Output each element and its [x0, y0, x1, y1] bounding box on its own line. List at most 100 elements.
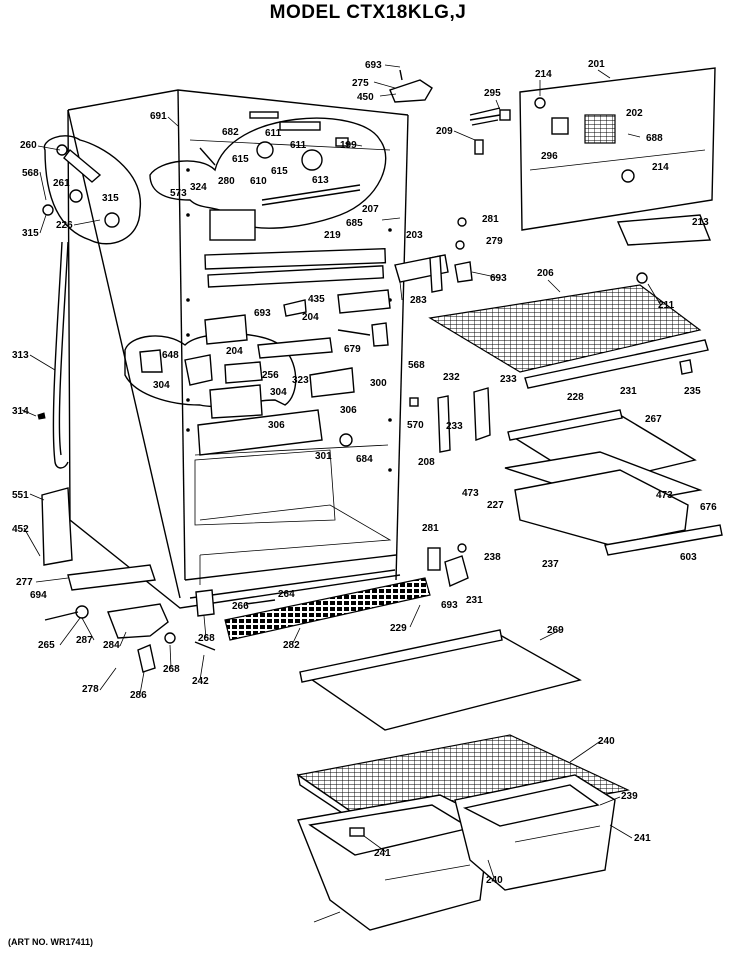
callout: 473: [462, 488, 479, 499]
callout: 296: [541, 151, 558, 162]
callout: 233: [446, 421, 463, 432]
middle-brackets: [197, 289, 391, 456]
callout: 315: [22, 228, 39, 239]
callout: 233: [500, 374, 517, 385]
callout: 323: [292, 375, 309, 386]
callout: 611: [265, 128, 282, 139]
callout: 240: [486, 875, 503, 886]
callout: 203: [406, 230, 423, 241]
callout: 231: [620, 386, 637, 397]
callout: 226: [56, 220, 73, 231]
callout: 231: [466, 595, 483, 606]
art-number: (ART NO. WR17411): [8, 937, 94, 947]
leader-lines: [21, 64, 661, 923]
callout: 283: [410, 295, 427, 306]
callout: 693: [365, 60, 382, 71]
callout: 202: [626, 108, 643, 119]
callout: 611: [290, 140, 307, 151]
callout: 282: [283, 640, 300, 651]
callout: 304: [153, 380, 170, 391]
callout: 286: [130, 690, 147, 701]
callout: 204: [302, 312, 319, 323]
callout: 241: [374, 848, 391, 859]
callout: 209: [436, 126, 453, 137]
callout: 693: [254, 308, 271, 319]
callout: 228: [567, 392, 584, 403]
crisper-drawers: [297, 774, 616, 931]
callout: 266: [232, 601, 249, 612]
callout: 693: [490, 273, 507, 284]
callout: 473: [656, 490, 673, 501]
callout: 219: [324, 230, 341, 241]
callout: 227: [487, 500, 504, 511]
callout: 304: [270, 387, 287, 398]
callout: 306: [340, 405, 357, 416]
callout: 211: [658, 300, 675, 311]
callout: 265: [38, 640, 55, 651]
callout: 201: [588, 59, 605, 70]
grille-parts: [44, 577, 431, 673]
callout: 261: [53, 178, 70, 189]
wire-shelf: [428, 272, 709, 389]
callout: 237: [542, 559, 559, 570]
callout: 694: [30, 590, 47, 601]
callout: 238: [484, 552, 501, 563]
callout: 450: [357, 92, 374, 103]
center-hinge: [394, 217, 473, 293]
callout: 275: [352, 78, 369, 89]
callout: 267: [645, 414, 662, 425]
callout: 287: [76, 635, 93, 646]
callout: 269: [547, 625, 564, 636]
callout: 324: [190, 182, 207, 193]
callout: 207: [362, 204, 379, 215]
callout: 199: [340, 140, 357, 151]
callout: 435: [308, 294, 325, 305]
callout: 314: [12, 406, 29, 417]
callout: 279: [486, 236, 503, 247]
callout: 281: [482, 214, 499, 225]
callout: 568: [408, 360, 425, 371]
callout: 682: [222, 127, 239, 138]
callout: 268: [198, 633, 215, 644]
upper-control-area: [149, 111, 387, 241]
callout: 214: [652, 162, 669, 173]
callout: 301: [315, 451, 332, 462]
callout: 615: [232, 154, 249, 165]
callout: 239: [621, 791, 638, 802]
top-hinge: [389, 69, 433, 103]
callout: 306: [268, 420, 285, 431]
callout: 235: [684, 386, 701, 397]
glass-shelf-upper: [504, 409, 723, 556]
callout: 204: [226, 346, 243, 357]
callout: 648: [162, 350, 179, 361]
callout: 280: [218, 176, 235, 187]
callout: 264: [278, 589, 295, 600]
left-side-parts: [37, 135, 156, 591]
callout: 615: [271, 166, 288, 177]
callout: 688: [646, 133, 663, 144]
callout: 240: [598, 736, 615, 747]
callout: 691: [150, 111, 167, 122]
callout: 208: [418, 457, 435, 468]
callout: 452: [12, 524, 29, 535]
callout: 570: [407, 420, 424, 431]
callout: 213: [692, 217, 709, 228]
callout: 300: [370, 378, 387, 389]
callout: 679: [344, 344, 361, 355]
callout: 268: [163, 664, 180, 675]
callout: 277: [16, 577, 33, 588]
callout: 676: [700, 502, 717, 513]
callout: 260: [20, 140, 37, 151]
callout: 313: [12, 350, 29, 361]
cabinet: [67, 89, 409, 609]
callout: 693: [441, 600, 458, 611]
bottom-hinge: [427, 543, 469, 587]
callout: 603: [680, 552, 697, 563]
callout-labels: 693 275 450 201 214 295 202 209 688 296 …: [12, 59, 717, 886]
callout: 284: [103, 640, 120, 651]
rear-panel: [469, 67, 716, 246]
callout: 568: [22, 168, 39, 179]
callout: 241: [634, 833, 651, 844]
callout: 214: [535, 69, 552, 80]
